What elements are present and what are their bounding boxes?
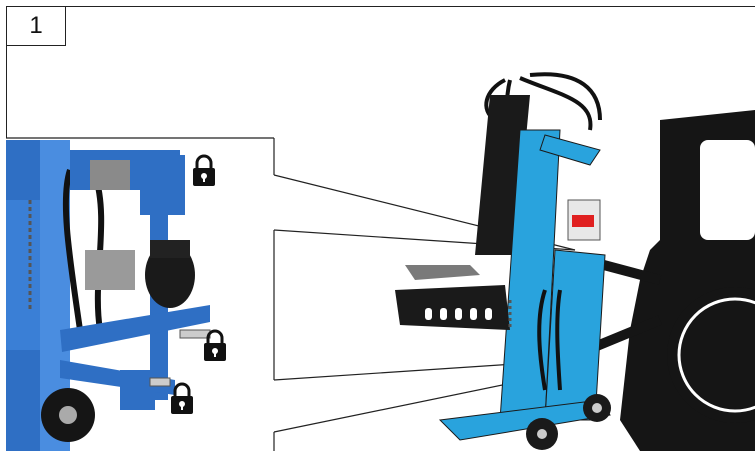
step-number: 1 <box>29 12 42 40</box>
log-splitter-diagram <box>395 74 611 450</box>
machine-photo <box>6 138 274 451</box>
step-number-box: 1 <box>6 6 66 46</box>
